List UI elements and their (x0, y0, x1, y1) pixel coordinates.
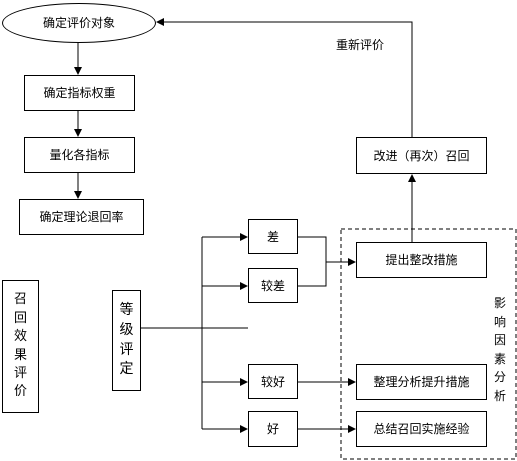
node-determine-weights: 确定指标权重 (24, 75, 135, 111)
node-improve-recall: 改进（再次）召回 (356, 137, 487, 174)
node-recall-effect: 召回效果评价 (2, 280, 39, 413)
node-rectify-measures: 提出整改措施 (356, 242, 487, 278)
label-re-evaluate: 重新评价 (336, 38, 385, 52)
node-fairly-good: 较好 (248, 364, 298, 399)
node-good: 好 (248, 411, 298, 447)
node-fairly-poor: 较差 (248, 268, 298, 303)
node-quantify-indicators: 量化各指标 (24, 137, 135, 173)
node-poor: 差 (248, 219, 298, 254)
recall-effect-text: 召回效果评价 (14, 292, 28, 400)
factor-analysis-region (340, 228, 517, 460)
fairly-poor-to-merge (298, 262, 327, 287)
node-summarize: 总结召回实施经验 (356, 411, 487, 447)
node-determine-object: 确定评价对象 (2, 3, 156, 43)
node-analyze-improve: 整理分析提升措施 (356, 364, 487, 400)
node-theoretical-rate: 确定理论退回率 (19, 199, 144, 235)
poor-to-merge (298, 236, 327, 262)
feedback-line (156, 18, 413, 137)
node-grade-rating: 等级评定 (112, 290, 141, 391)
label-factors: 影响因素分析 (494, 296, 507, 403)
grade-rating-text: 等级评定 (119, 301, 134, 378)
